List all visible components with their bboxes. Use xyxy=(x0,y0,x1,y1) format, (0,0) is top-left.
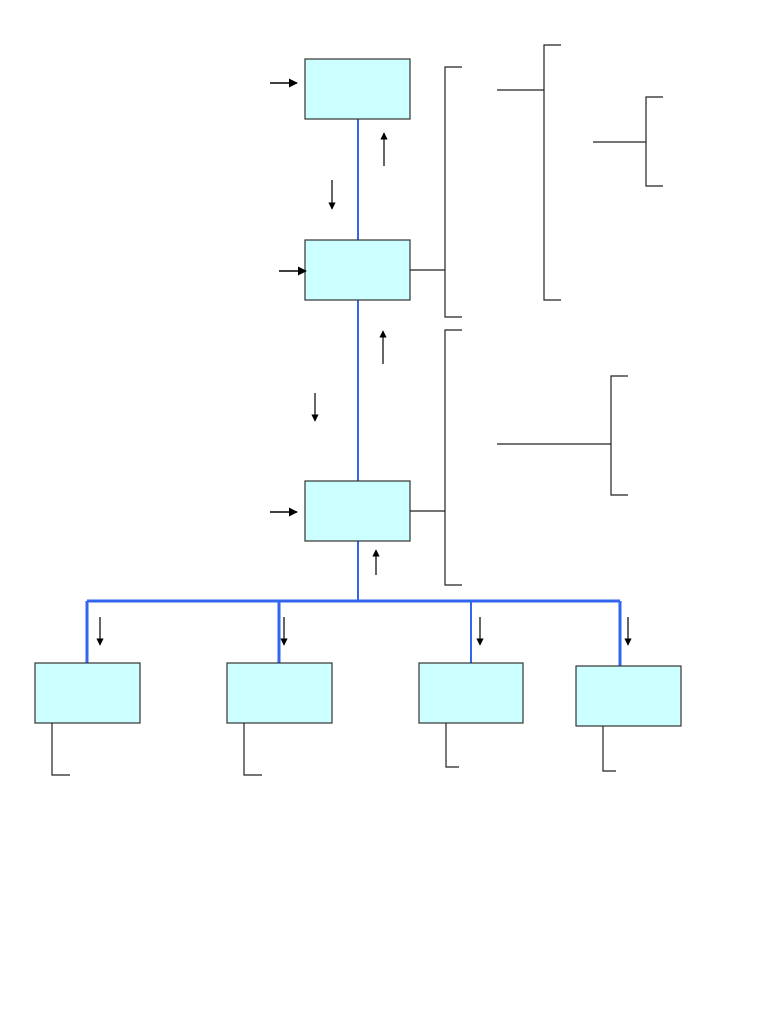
leaf-box-2 xyxy=(226,662,333,724)
leaf-tick-1 xyxy=(51,723,70,776)
leaf-tick-2 xyxy=(243,723,262,776)
bracket-upper xyxy=(444,66,462,318)
bracket-upper-right xyxy=(543,44,561,301)
bracket-lower xyxy=(444,329,462,586)
leaf-box-4 xyxy=(575,665,682,727)
lower-box xyxy=(304,480,411,542)
bracket-upper-right-sub xyxy=(645,96,663,187)
leaf-box-1 xyxy=(34,662,141,724)
leaf-tick-3 xyxy=(445,723,459,768)
leaf-tick-4 xyxy=(602,726,616,772)
leaf-box-3 xyxy=(418,662,524,724)
middle-box xyxy=(304,239,411,301)
bracket-lower-right xyxy=(610,375,628,496)
top-box xyxy=(304,58,411,120)
